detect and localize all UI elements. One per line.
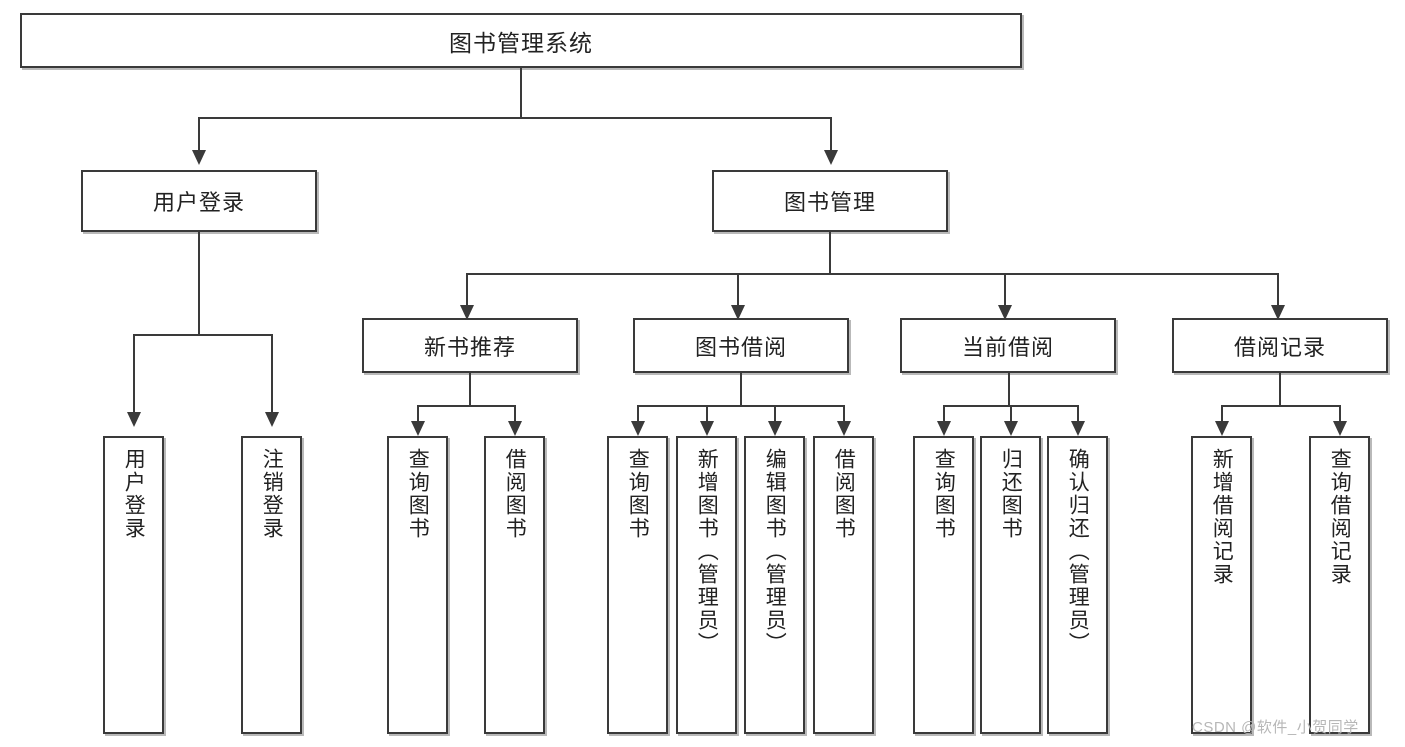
leaf-label: 归还图书 xyxy=(999,448,1023,540)
arrow-to-nb-leaf-1 xyxy=(411,421,425,436)
arrow-to-user-login-leaf-2 xyxy=(265,412,279,427)
leaf-borrow-record-2[interactable]: 查询借阅记录 xyxy=(1309,436,1370,734)
arrow-to-user-login xyxy=(192,150,206,165)
node-label: 借阅记录 xyxy=(1233,334,1326,360)
node-label: 当前借阅 xyxy=(961,334,1054,360)
connector-bb-to-leaf-3 xyxy=(774,405,776,423)
connector-cb-to-leaf-2 xyxy=(1010,405,1012,423)
leaf-label: 编辑图书（管理员） xyxy=(763,448,787,655)
leaf-label: 借阅图书 xyxy=(832,448,856,540)
connector-bm-to-borrow-record xyxy=(1277,273,1279,305)
connector-book-management-bus xyxy=(466,273,1279,275)
connector-book-borrow-stem xyxy=(740,373,742,406)
leaf-book-borrow-2[interactable]: 新增图书（管理员） xyxy=(676,436,737,734)
arrow-to-book-management xyxy=(824,150,838,165)
node-current-borrow[interactable]: 当前借阅 xyxy=(900,318,1116,373)
arrow-to-bb-leaf-2 xyxy=(700,421,714,436)
node-borrow-record[interactable]: 借阅记录 xyxy=(1172,318,1388,373)
leaf-label: 查询图书 xyxy=(932,448,956,540)
node-label: 图书借阅 xyxy=(694,334,787,360)
connector-bb-to-leaf-2 xyxy=(706,405,708,423)
leaf-new-book-2[interactable]: 借阅图书 xyxy=(484,436,545,734)
connector-current-borrow-stem xyxy=(1008,373,1010,406)
arrow-to-br-leaf-2 xyxy=(1333,421,1347,436)
leaf-label: 用户登录 xyxy=(122,448,146,540)
leaf-book-borrow-4[interactable]: 借阅图书 xyxy=(813,436,874,734)
connector-bm-to-new-book xyxy=(466,273,468,305)
node-label: 图书管理 xyxy=(783,190,876,215)
watermark-text: CSDN @软件_小贺同学 xyxy=(1192,719,1359,736)
leaf-label: 查询借阅记录 xyxy=(1328,448,1352,586)
connector-bb-to-leaf-1 xyxy=(637,405,639,423)
leaf-label: 查询图书 xyxy=(626,448,650,540)
node-new-book-recommend[interactable]: 新书推荐 xyxy=(362,318,578,373)
connector-cb-to-leaf-1 xyxy=(943,405,945,423)
arrow-to-cb-leaf-1 xyxy=(937,421,951,436)
node-user-login[interactable]: 用户登录 xyxy=(81,170,317,232)
connector-root-bus xyxy=(198,117,832,119)
arrow-to-new-book-recommend xyxy=(460,305,474,320)
leaf-label: 借阅图书 xyxy=(503,448,527,540)
node-label: 图书管理系统 xyxy=(449,29,593,56)
leaf-label: 新增借阅记录 xyxy=(1210,448,1234,586)
leaf-label: 注销登录 xyxy=(260,448,284,540)
connector-user-login-stem xyxy=(198,232,200,335)
node-book-borrow[interactable]: 图书借阅 xyxy=(633,318,849,373)
arrow-to-br-leaf-1 xyxy=(1215,421,1229,436)
leaf-label: 确认归还（管理员） xyxy=(1066,448,1090,655)
arrow-to-bb-leaf-1 xyxy=(631,421,645,436)
connector-user-login-to-leaf-1 xyxy=(133,334,135,412)
leaf-user-login-2[interactable]: 注销登录 xyxy=(241,436,302,734)
connector-nb-to-leaf-1 xyxy=(417,405,419,423)
connector-user-login-to-leaf-2 xyxy=(271,334,273,412)
connector-new-book-stem xyxy=(469,373,471,406)
connector-root-stem xyxy=(520,68,522,118)
leaf-book-borrow-3[interactable]: 编辑图书（管理员） xyxy=(744,436,805,734)
connector-br-to-leaf-2 xyxy=(1339,405,1341,423)
node-label: 新书推荐 xyxy=(423,334,516,360)
connector-nb-to-leaf-2 xyxy=(514,405,516,423)
arrow-to-current-borrow xyxy=(998,305,1012,320)
connector-bm-to-current-borrow xyxy=(1004,273,1006,305)
leaf-label: 查询图书 xyxy=(406,448,430,540)
arrow-to-book-borrow xyxy=(731,305,745,320)
connector-bm-to-book-borrow xyxy=(737,273,739,305)
leaf-label: 新增图书（管理员） xyxy=(695,448,719,655)
leaf-user-login-1[interactable]: 用户登录 xyxy=(103,436,164,734)
arrow-to-user-login-leaf-1 xyxy=(127,412,141,427)
connector-book-borrow-bus xyxy=(637,405,845,407)
connector-cb-to-leaf-3 xyxy=(1077,405,1079,423)
arrow-to-bb-leaf-3 xyxy=(768,421,782,436)
connector-bb-to-leaf-4 xyxy=(843,405,845,423)
connector-book-management-stem xyxy=(829,232,831,274)
arrow-to-bb-leaf-4 xyxy=(837,421,851,436)
connector-user-login-bus xyxy=(133,334,273,336)
arrow-to-cb-leaf-3 xyxy=(1071,421,1085,436)
connector-new-book-bus xyxy=(417,405,516,407)
node-root-book-management-system[interactable]: 图书管理系统 xyxy=(20,13,1022,68)
connector-root-to-book-management xyxy=(830,117,832,150)
leaf-current-borrow-2[interactable]: 归还图书 xyxy=(980,436,1041,734)
leaf-current-borrow-3[interactable]: 确认归还（管理员） xyxy=(1047,436,1108,734)
leaf-book-borrow-1[interactable]: 查询图书 xyxy=(607,436,668,734)
connector-borrow-record-bus xyxy=(1221,405,1340,407)
node-book-management[interactable]: 图书管理 xyxy=(712,170,948,232)
node-label: 用户登录 xyxy=(152,190,245,215)
connector-borrow-record-stem xyxy=(1279,373,1281,406)
arrow-to-nb-leaf-2 xyxy=(508,421,522,436)
arrow-to-cb-leaf-2 xyxy=(1004,421,1018,436)
leaf-current-borrow-1[interactable]: 查询图书 xyxy=(913,436,974,734)
connector-root-to-user-login xyxy=(198,117,200,150)
leaf-borrow-record-1[interactable]: 新增借阅记录 xyxy=(1191,436,1252,734)
leaf-new-book-1[interactable]: 查询图书 xyxy=(387,436,448,734)
connector-br-to-leaf-1 xyxy=(1221,405,1223,423)
arrow-to-borrow-record xyxy=(1271,305,1285,320)
